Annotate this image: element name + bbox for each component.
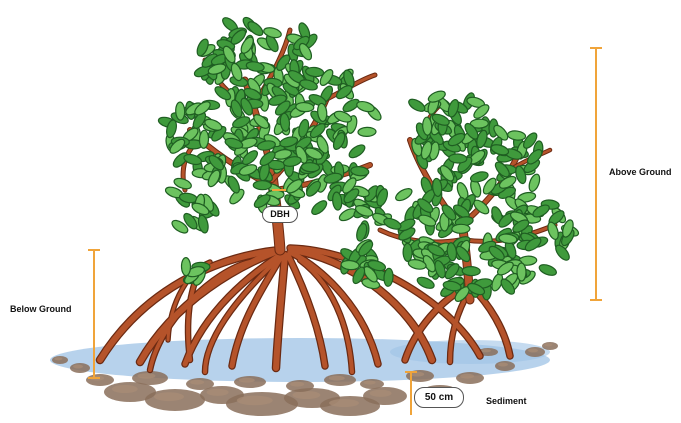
sediment-label: Sediment — [486, 396, 527, 406]
above-ground-label: Above Ground — [609, 167, 672, 177]
dbh-label: DBH — [262, 206, 298, 223]
sediment-depth-label: 50 cm — [414, 387, 464, 408]
below-ground-label: Below Ground — [10, 304, 72, 314]
